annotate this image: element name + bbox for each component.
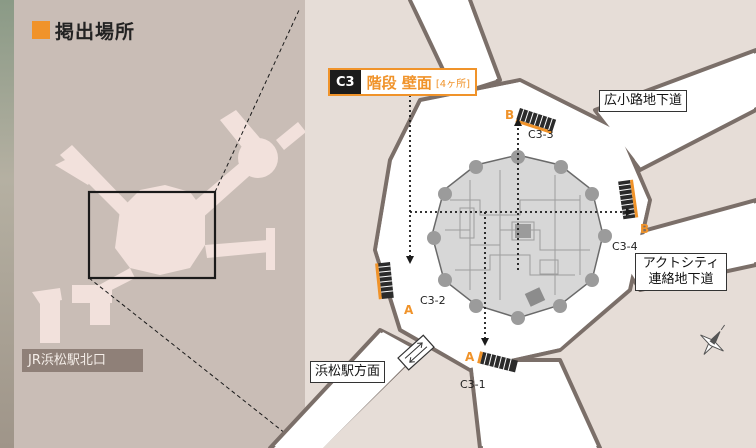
compass-rose-icon: [700, 324, 726, 355]
arrow-heads: [406, 118, 634, 346]
stairs-icon: [515, 108, 557, 135]
overview-underground-shape: [32, 110, 306, 343]
plaza-block: [524, 287, 546, 307]
stairs-icon: [618, 179, 639, 220]
stair-letter-c3-1: A: [465, 350, 475, 364]
title-marker: [32, 21, 50, 39]
zoom-guide-bottom: [88, 277, 301, 446]
stair-label-c3-3: C3-3: [528, 128, 554, 141]
label-act-line-1: アクトシティ: [642, 256, 720, 271]
zoom-guide-top: [214, 7, 301, 193]
stairs-icon: [375, 262, 394, 300]
station-label: JR浜松駅北口: [22, 349, 143, 372]
stair-label-c3-1: C3-1: [460, 378, 486, 391]
label-act-city-underpass: アクトシティ 連絡地下道: [635, 253, 727, 291]
page-title: 掲出場所: [55, 20, 136, 43]
stairs-icon: [477, 351, 518, 373]
overview-zoom-box: [87, 190, 217, 280]
callout-count: [4ヶ所]: [435, 78, 470, 90]
label-hamamatsu-station: 浜松駅方面: [310, 361, 386, 383]
stair-label-c3-4: C3-4: [612, 240, 638, 253]
stair-label-c3-2: C3-2: [420, 294, 446, 307]
plaza-pattern: [445, 170, 590, 300]
title-block: 掲出場所: [32, 17, 135, 43]
callout-code: C3: [330, 70, 361, 94]
stair-letter-c3-2: A: [404, 303, 414, 317]
photo-strip: [0, 0, 14, 448]
label-act-line-2: 連絡地下道: [648, 272, 714, 287]
stair-letter-c3-4: B: [640, 222, 650, 236]
pillars: [427, 150, 612, 325]
callout-main: 階段 壁面: [366, 73, 432, 92]
escalator-icon: [397, 334, 435, 371]
leader-lines: [409, 95, 628, 340]
label-hirokoji-underpass: 広小路地下道: [599, 90, 688, 112]
plaza-block: [515, 224, 531, 238]
location-callout: C3 階段 壁面 [4ヶ所]: [328, 68, 477, 96]
stair-letter-c3-3: B: [505, 108, 515, 122]
